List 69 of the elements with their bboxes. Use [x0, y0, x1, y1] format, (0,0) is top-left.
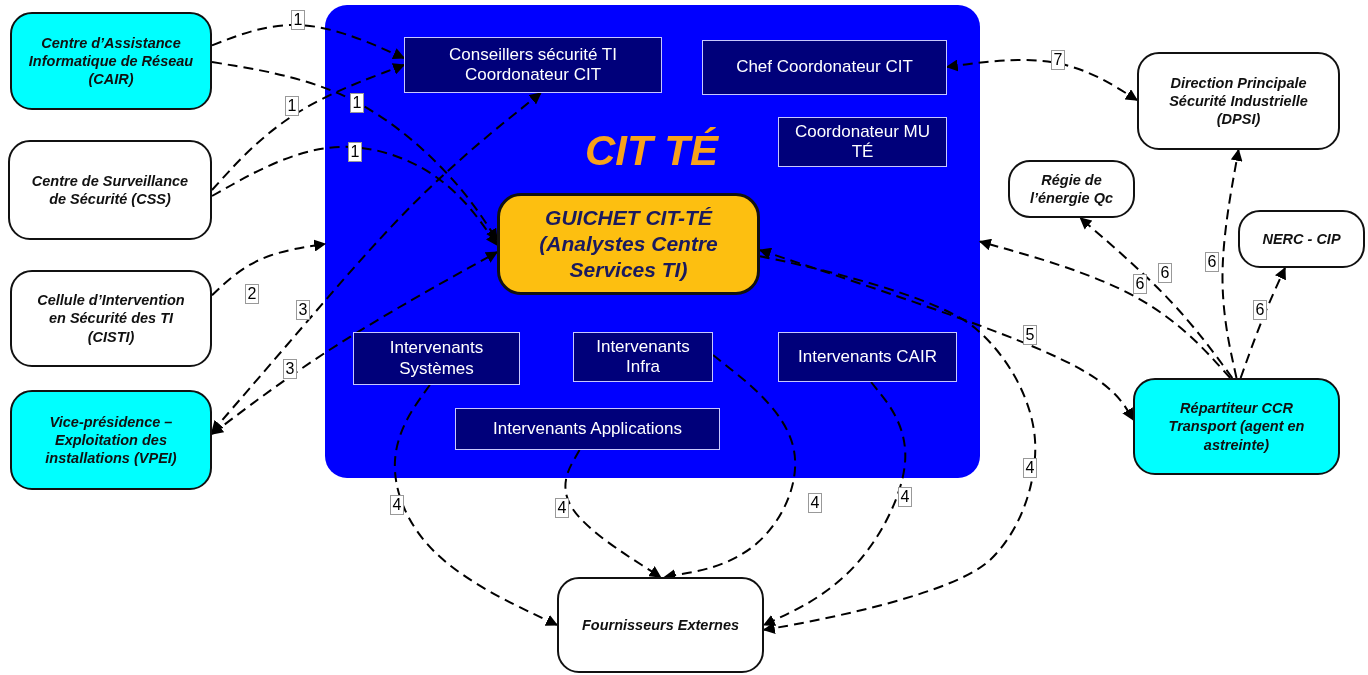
organization-box	[1238, 210, 1365, 268]
dashed-arrow	[564, 449, 662, 578]
box-label: Intervenants Systèmes	[388, 338, 485, 379]
organization-box	[8, 140, 212, 240]
role-box	[778, 117, 947, 167]
role-box	[702, 40, 947, 95]
dashed-arrow	[393, 384, 559, 626]
organization-box	[557, 577, 764, 673]
dashed-arrow	[945, 59, 1138, 101]
organization-box	[1008, 160, 1135, 218]
dashed-arrow	[759, 255, 1037, 634]
box-label: Vice-présidence – Exploitation des installations (VPEI)	[44, 412, 178, 468]
organization-box	[10, 12, 212, 110]
box-label: Centre de Surveillance de Sécurité (CSS)	[30, 171, 190, 209]
role-box	[404, 37, 662, 93]
dashed-arrow	[978, 238, 1232, 379]
edge-label: 7	[1050, 50, 1066, 70]
dashed-arrow	[211, 239, 327, 297]
organization-box	[10, 270, 212, 367]
box-label: Chef Coordonateur CIT	[736, 57, 913, 78]
dashed-arrow	[211, 63, 406, 191]
box-label: Intervenants CAIR	[798, 346, 937, 368]
edge-label: 6	[1157, 263, 1173, 283]
organization-box	[1133, 378, 1340, 475]
edge-label: 3	[295, 300, 311, 320]
edge-label: 6	[1132, 274, 1148, 294]
organization-box	[1137, 52, 1340, 150]
edge-label: 3	[282, 359, 298, 379]
edge-label: 4	[1022, 458, 1038, 478]
role-box	[353, 332, 520, 385]
group-title: CIT TÉ	[585, 127, 718, 175]
dashed-arrow	[1221, 148, 1243, 379]
edge-label: 6	[1204, 252, 1220, 272]
box-label: NERC - CIP	[1262, 229, 1341, 249]
role-box	[778, 332, 957, 382]
edge-label: 4	[389, 495, 405, 515]
box-label: Régie de l’énergie Qc	[1029, 170, 1114, 208]
central-desk-box	[497, 193, 760, 295]
edge-label: 4	[897, 487, 913, 507]
edge-label: 4	[554, 498, 570, 518]
dashed-arrow	[211, 92, 542, 433]
box-label: GUICHET CIT-TÉ (Analystes Centre Services TI)	[538, 204, 719, 284]
dashed-arrow	[758, 247, 1134, 421]
role-box	[455, 408, 720, 450]
dashed-arrow	[1079, 217, 1234, 379]
box-label: Centre d’Assistance Informatique de Réseau (CAIR)	[28, 33, 194, 89]
edge-label: 4	[807, 493, 823, 513]
box-label: Conseillers sécurité TI Coordonateur CIT	[448, 44, 618, 86]
group-panel	[325, 5, 980, 478]
dashed-arrow	[211, 145, 498, 246]
dashed-arrow	[211, 61, 498, 241]
box-label: Cellule d’Intervention en Sécurité des TI (CISTI)	[36, 291, 186, 346]
role-box	[573, 332, 713, 382]
edge-label: 6	[1252, 300, 1268, 320]
box-label: Répartiteur CCR Transport (agent en astreinte)	[1167, 399, 1306, 454]
box-label: Coordonateur MU TÉ	[793, 121, 932, 163]
dashed-arrow	[211, 251, 499, 435]
edge-label: 1	[284, 96, 300, 116]
box-label: Intervenants Infra	[595, 336, 691, 378]
dashed-arrow	[1239, 266, 1286, 379]
edge-label: 2	[244, 284, 260, 304]
box-label: Intervenants Applications	[493, 418, 682, 440]
organization-box	[10, 390, 212, 490]
box-label: Fournisseurs Externes	[581, 615, 740, 635]
dashed-arrow	[211, 23, 406, 60]
box-label: Direction Principale Sécurité Industrielle (DPSI)	[1168, 73, 1309, 129]
dashed-arrow	[762, 381, 907, 626]
edge-label: 5	[1022, 325, 1038, 345]
edge-label: 1	[290, 10, 306, 30]
